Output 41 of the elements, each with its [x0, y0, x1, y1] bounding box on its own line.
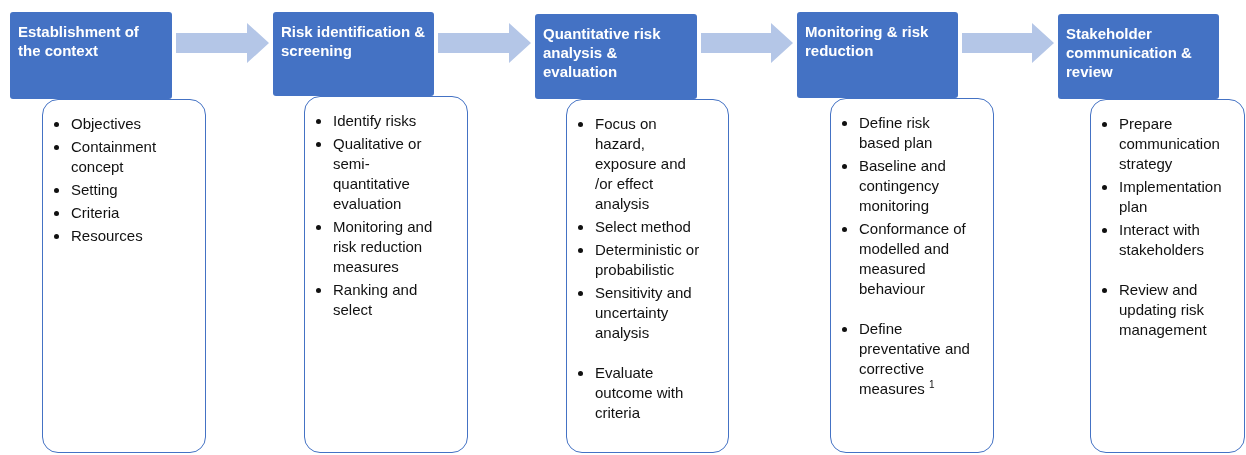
- list-item: Criteria: [71, 204, 120, 221]
- list-item: Review and updating risk management: [1119, 281, 1207, 338]
- list-item: Setting: [71, 181, 118, 198]
- step-title: Monitoring & risk reduction: [805, 22, 930, 60]
- list-item: Identify risks: [333, 112, 417, 129]
- list-item: Define preventative and corrective measures $^{1}$: [859, 320, 970, 397]
- step-title: Quantitative risk analysis & evaluation: [543, 24, 662, 81]
- list-item: Sensitivity and uncertainty analysis: [595, 284, 692, 341]
- step-box: [273, 12, 434, 96]
- step-title: Establishment of the context: [18, 22, 140, 60]
- step-box: [535, 14, 697, 99]
- list-card: [830, 98, 994, 453]
- step-box: [797, 12, 958, 98]
- block-arrow: [701, 23, 793, 63]
- list-card: [566, 99, 729, 453]
- step-box: [1058, 14, 1219, 99]
- list-item: Baseline and contingency monitoring: [859, 157, 946, 214]
- block-arrow: [438, 23, 531, 63]
- list-item: Conformance of modelled and measured behaviour: [859, 220, 966, 297]
- block-arrow: [176, 23, 269, 63]
- list-item: Interact with stakeholders: [1119, 221, 1205, 258]
- list-item: Deterministic or probabilistic: [595, 241, 700, 278]
- list-card: [42, 99, 206, 453]
- list-item: Select method: [595, 218, 691, 235]
- list-card: [1090, 99, 1245, 453]
- list-item: Evaluate outcome with criteria: [595, 364, 684, 421]
- step-box: [10, 12, 172, 99]
- list-card: [304, 96, 468, 453]
- list-item: Containment concept: [71, 138, 157, 175]
- list-item: Prepare communication strategy: [1119, 115, 1220, 172]
- list-item: Focus on hazard, exposure and /or effect analysis: [595, 115, 686, 212]
- list-item: Implementation plan: [1119, 178, 1222, 215]
- list-item: Qualitative or semi-quantitative evaluation: [333, 135, 422, 212]
- step-title: Risk identification & screening: [281, 22, 426, 60]
- step-title: Stakeholder communication & review: [1066, 24, 1193, 81]
- list-item: Monitoring and risk reduction measures: [333, 218, 433, 275]
- block-arrow: [962, 23, 1054, 63]
- list-item: Define risk based plan: [859, 114, 933, 151]
- list-item: Resources: [71, 227, 143, 244]
- list-item: Ranking and select: [333, 281, 418, 318]
- list-item: Objectives: [71, 115, 142, 132]
